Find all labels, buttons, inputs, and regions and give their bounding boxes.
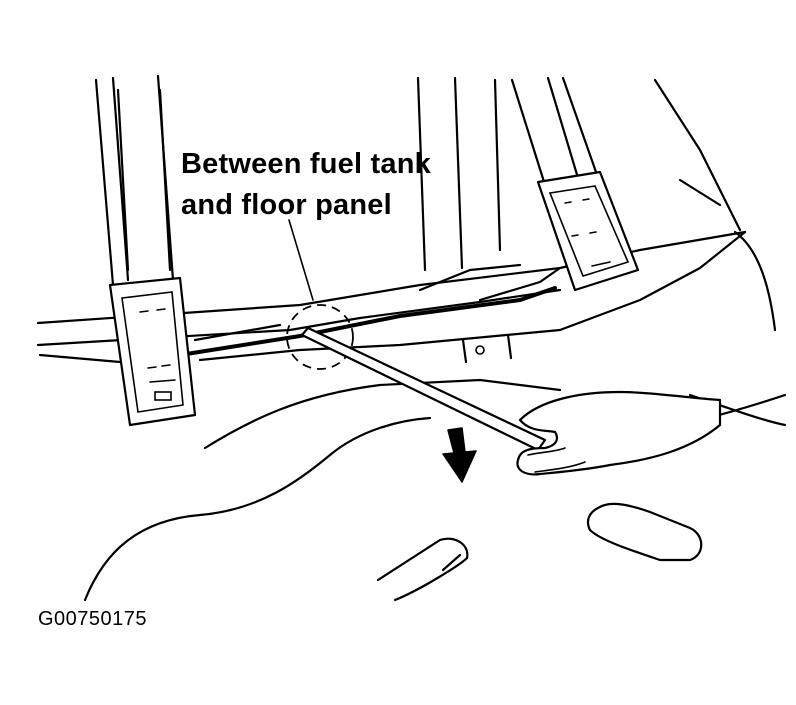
- tank-recess-left: [376, 537, 469, 602]
- callout-area-circle: [286, 219, 354, 370]
- floor-panel: [36, 230, 747, 357]
- pry-bar-icon: [300, 326, 547, 452]
- callout-line-1: Between fuel tank: [181, 148, 431, 180]
- hand-icon: [516, 390, 722, 476]
- arrow-down-icon: [442, 427, 477, 483]
- callout-label: Between fuel tank and floor panel: [181, 144, 431, 226]
- callout-line-2: and floor panel: [181, 189, 392, 221]
- strap-bracket-right: [536, 170, 640, 292]
- tank-mount-clip: [461, 333, 513, 364]
- figure-id: G00750175: [38, 608, 148, 630]
- tank-recess-right: [586, 502, 703, 562]
- strap-bracket-left: [108, 88, 197, 427]
